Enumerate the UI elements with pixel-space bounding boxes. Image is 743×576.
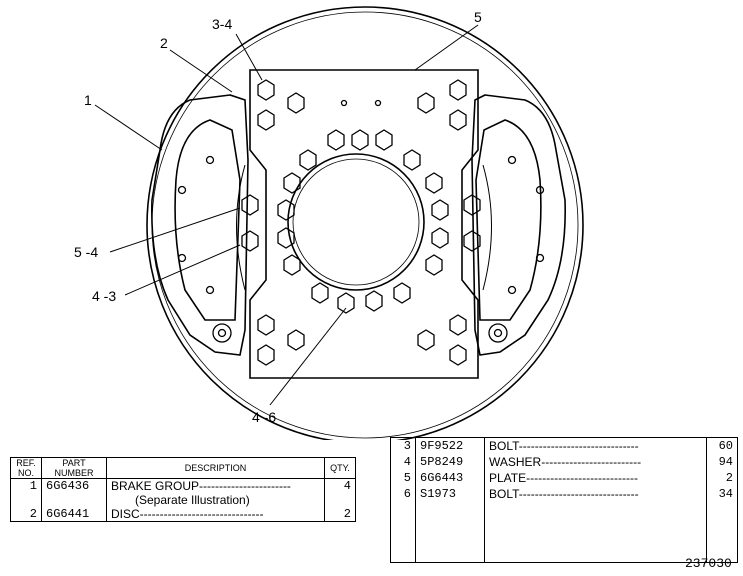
center-plate — [249, 69, 479, 379]
leader-4-3 — [124, 244, 241, 296]
table-row: 3 9F9522 BOLT---------------------------… — [390, 437, 738, 454]
qty-cell: 2 — [324, 507, 356, 522]
description-cell: BOLT------------------------------ — [484, 486, 707, 502]
caliper-hole — [507, 155, 517, 165]
header-description: DESCRIPTION — [106, 457, 325, 479]
qty-cell: 4 — [324, 478, 356, 493]
qty-cell: 34 — [706, 486, 738, 502]
plate-hole — [374, 99, 382, 107]
bolt-hex — [241, 79, 481, 366]
table-header-row: REF. NO. PART NUMBER DESCRIPTION QTY. — [10, 457, 356, 479]
caliper-hole — [535, 253, 545, 263]
left-brake-caliper — [151, 94, 249, 356]
callout-4-6: 4 -6 — [252, 409, 277, 425]
description-cell: BRAKE GROUP----------------------- — [106, 478, 325, 493]
pivot-pin — [488, 323, 508, 343]
description-cell: WASHER------------------------- — [484, 454, 707, 470]
part-cell — [41, 493, 107, 507]
disc-inner-ring — [151, 11, 579, 439]
ref-cell: 3 — [390, 437, 416, 454]
table-row: 6 S1973 BOLT----------------------------… — [390, 486, 738, 502]
part-cell: 5P8249 — [415, 454, 485, 470]
plate-hole — [340, 99, 348, 107]
callout-3-4: 3-4 — [212, 16, 233, 32]
leader-1 — [94, 104, 163, 151]
callout-4-3: 4 -3 — [92, 288, 117, 304]
center-bore — [287, 153, 425, 291]
caliper-hole — [535, 185, 545, 195]
parts-table-left: REF. NO. PART NUMBER DESCRIPTION QTY. 1 … — [10, 457, 356, 522]
caliper-hole — [205, 155, 215, 165]
ref-cell: 5 — [390, 470, 416, 486]
leader-5-4 — [109, 207, 241, 253]
ref-cell: 1 — [10, 478, 42, 493]
ref-cell: 4 — [390, 454, 416, 470]
leader-2 — [169, 49, 233, 93]
header-qty: QTY. — [324, 457, 356, 479]
header-part-number: PART NUMBER — [41, 457, 107, 479]
callout-5-4: 5 -4 — [74, 244, 99, 260]
bolt-heads — [177, 79, 545, 366]
pivot-pin — [217, 328, 227, 338]
part-cell: 6G6441 — [41, 507, 107, 522]
description-cell: DISC------------------------------- — [106, 507, 325, 522]
description-cell: PLATE---------------------------- — [484, 470, 707, 486]
parts-table-right: 3 9F9522 BOLT---------------------------… — [390, 437, 738, 563]
right-brake-caliper — [471, 94, 566, 356]
caliper-hole — [177, 253, 187, 263]
pivot-pin — [493, 328, 503, 338]
left-inner-arc — [236, 164, 246, 291]
header-ref-no: REF. NO. — [10, 457, 42, 479]
table-row — [390, 502, 738, 563]
caliper-hole — [507, 285, 517, 295]
part-cell: S1973 — [415, 486, 485, 502]
qty-cell — [706, 502, 738, 563]
qty-cell — [324, 493, 356, 507]
ref-cell — [390, 502, 416, 563]
callout-2: 2 — [160, 35, 168, 51]
pivot-pin — [212, 323, 232, 343]
description-cell: BOLT------------------------------ — [484, 437, 707, 454]
caliper-hole — [177, 185, 187, 195]
leader-3-4 — [235, 33, 263, 81]
center-bore-inner — [292, 158, 420, 286]
part-cell: 9F9522 — [415, 437, 485, 454]
left-brake-pad — [174, 119, 241, 321]
table-row: (Separate Illustration) — [10, 493, 356, 507]
leader-4-6 — [269, 307, 347, 406]
callout-1: 1 — [84, 92, 92, 108]
part-cell: 6G6443 — [415, 470, 485, 486]
qty-cell: 2 — [706, 470, 738, 486]
right-inner-arc — [482, 164, 492, 291]
disc-outline — [146, 6, 584, 440]
qty-cell: 94 — [706, 454, 738, 470]
table-row: 1 6G6436 BRAKE GROUP--------------------… — [10, 478, 356, 493]
right-brake-pad — [475, 119, 542, 321]
leader-5 — [414, 24, 479, 71]
part-cell: 6G6436 — [41, 478, 107, 493]
part-cell — [415, 502, 485, 563]
table-row: 5 6G6443 PLATE--------------------------… — [390, 470, 738, 486]
description-cell — [484, 502, 707, 563]
table-row: 4 5P8249 WASHER-------------------------… — [390, 454, 738, 470]
table-row: 2 6G6441 DISC---------------------------… — [10, 507, 356, 522]
callout-5: 5 — [474, 9, 482, 25]
figure-number: 237030 — [685, 556, 732, 571]
ref-cell: 6 — [390, 486, 416, 502]
brake-assembly-drawing — [94, 6, 584, 440]
ref-cell: 2 — [10, 507, 42, 522]
ref-cell — [10, 493, 42, 507]
qty-cell: 60 — [706, 437, 738, 454]
description-cell: (Separate Illustration) — [106, 493, 325, 507]
caliper-hole — [205, 285, 215, 295]
